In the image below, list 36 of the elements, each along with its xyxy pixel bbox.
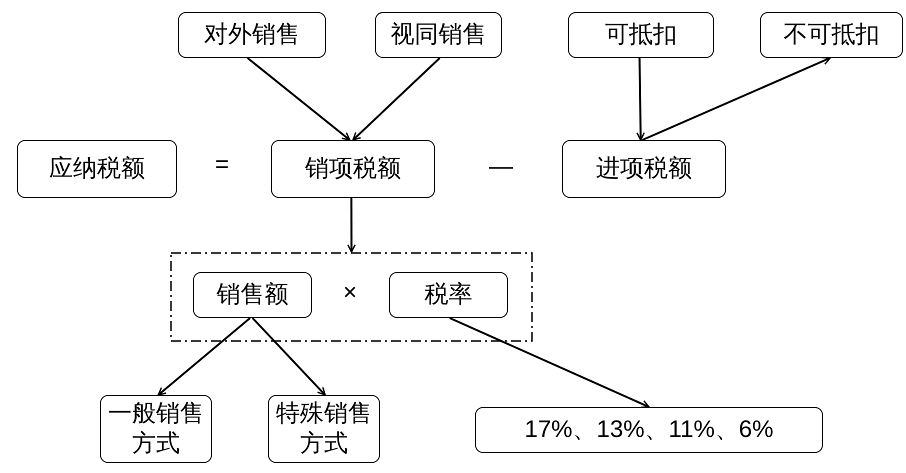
box-text: 特殊销售方式 <box>275 399 373 459</box>
process-box <box>568 12 714 58</box>
arrow <box>158 317 251 396</box>
box-text: 对外销售 <box>204 20 300 50</box>
box-text: 17%、13%、11%、6% <box>524 415 774 445</box>
arrow <box>246 57 350 141</box>
box-text: 销项税额 <box>305 154 401 184</box>
arrow <box>352 57 440 141</box>
box-text: 不可抵扣 <box>784 20 880 50</box>
process-box <box>562 140 726 198</box>
process-box <box>375 12 502 58</box>
dashed-group-frame <box>170 252 533 342</box>
box-text: 可抵扣 <box>605 20 677 50</box>
arrow <box>347 198 356 253</box>
operator-sign: — <box>488 152 514 182</box>
process-box <box>389 272 508 318</box>
box-text: 一般销售方式 <box>107 399 205 459</box>
process-box <box>760 12 903 58</box>
arrow <box>252 317 326 396</box>
process-box <box>193 272 312 318</box>
process-box <box>100 395 212 463</box>
process-box <box>271 140 435 198</box>
box-text: 销售额 <box>216 280 288 310</box>
box-text: 视同销售 <box>390 20 486 50</box>
process-box <box>178 12 326 58</box>
arrow <box>642 56 831 141</box>
arrow <box>449 317 650 408</box>
box-text: 应纳税额 <box>49 154 145 184</box>
process-box <box>268 395 380 463</box>
box-text: 税率 <box>424 280 472 310</box>
operator-sign: = <box>214 150 230 180</box>
process-box <box>475 407 823 453</box>
process-box <box>17 140 177 198</box>
box-text: 进项税额 <box>596 154 692 184</box>
operator-sign: × <box>342 278 358 308</box>
arrow <box>636 58 645 141</box>
